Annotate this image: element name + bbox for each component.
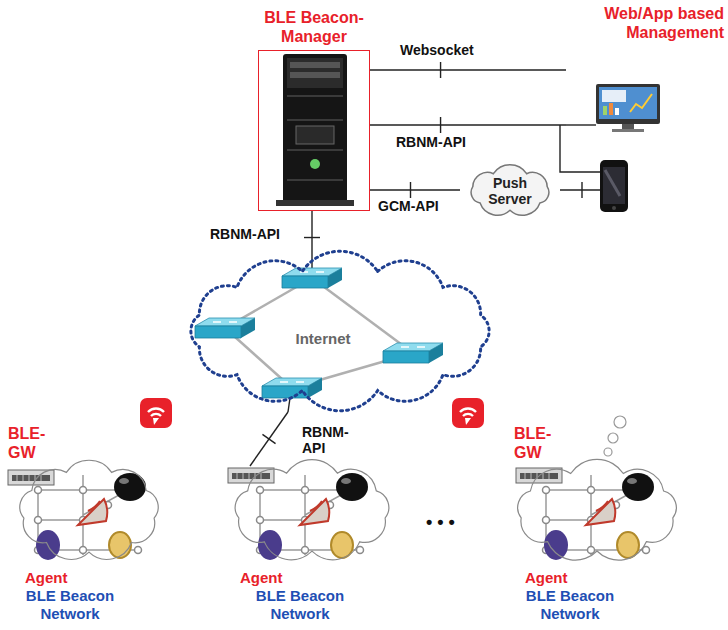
monitor-icon (603, 106, 607, 115)
bubble (604, 448, 612, 456)
smartphone-icon (603, 167, 625, 204)
connector (250, 412, 288, 466)
connector-tick (410, 182, 411, 198)
wire (560, 125, 600, 172)
smartphone-icon (600, 160, 628, 212)
connector-tick (440, 62, 441, 78)
cloud-outline (222, 455, 402, 567)
switch-icon (262, 378, 322, 398)
node-heading: BLE Beacon- Manager (250, 8, 378, 46)
node-heading: Internet (175, 250, 471, 348)
server-tower (276, 200, 354, 206)
node-text: Agent (525, 569, 690, 587)
wire (288, 398, 290, 412)
smartphone-icon (612, 206, 616, 210)
icon-area (566, 46, 724, 132)
connector (311, 211, 312, 250)
server-tower (283, 54, 347, 204)
connector-tick (440, 117, 441, 133)
monitor-icon (609, 103, 613, 115)
beacon-network-art (35, 473, 147, 560)
gateway-device (8, 470, 54, 485)
wire (581, 182, 582, 198)
monitor-icon (612, 129, 644, 132)
cloud-outline (20, 460, 158, 559)
monitor-icon (596, 84, 660, 132)
node-heading: BLE-GW (8, 424, 60, 462)
wire (566, 124, 596, 125)
connector (370, 69, 566, 70)
monitor-icon (602, 90, 626, 102)
smartphone-icon (600, 160, 628, 212)
beacon-network-node: BLE-GW AgentBLE Beacon Network (4, 424, 190, 623)
connector (370, 124, 566, 125)
bubble (614, 416, 626, 428)
cloud-outline (8, 455, 170, 567)
beacon-network-node: BLE-GW AgentBLE Beacon Network (504, 424, 690, 623)
cloud-node: Internet (175, 250, 505, 412)
bubble (608, 433, 618, 443)
giga-wifi-icon (452, 398, 484, 428)
monitor-icon (596, 84, 660, 124)
gateway-device (228, 468, 274, 483)
cloud-outline (518, 459, 677, 560)
server-node: BLE Beacon- Manager (258, 8, 370, 211)
gateway-device (516, 468, 562, 483)
edge-label: Websocket (398, 42, 476, 58)
cloud-node: Push Server (460, 160, 560, 222)
server-frame (258, 50, 370, 211)
node-heading: BLE-GW (514, 424, 566, 462)
bubble (604, 416, 626, 456)
node-heading: Push Server (480, 160, 540, 207)
node-text: BLE Beacon Network (515, 587, 625, 623)
edge-label: GCM-API (376, 198, 441, 214)
node-text: Agent (25, 569, 190, 587)
beacon-network-art (257, 473, 369, 560)
edge-label: RBNM- API (300, 424, 352, 456)
beacon-network-art (543, 473, 655, 560)
node-heading: Web/App based Management (566, 4, 724, 42)
server-tower (296, 126, 334, 144)
edge-label: RBNM-API (208, 226, 282, 242)
connector-tick (262, 434, 275, 443)
cloud-outline (504, 455, 690, 567)
beacon-network-node: AgentBLE Beacon Network (222, 466, 408, 623)
monitor-icon (630, 94, 652, 112)
wire (311, 250, 312, 268)
switch-icon (195, 318, 255, 338)
giga-wifi-icon (140, 398, 172, 428)
server-tower (276, 54, 354, 206)
connector-tick (304, 237, 320, 238)
server-tower (310, 159, 320, 169)
management-node: Web/App based Management (566, 4, 724, 132)
node-text: Agent (240, 569, 408, 587)
monitor-icon (599, 87, 657, 119)
monitor-icon (615, 108, 619, 115)
server-tower (287, 96, 343, 180)
connector (370, 189, 460, 190)
server-tower (287, 58, 343, 88)
smartphone-icon (605, 170, 620, 196)
switch-icon (282, 268, 342, 288)
edge-label: RBNM-API (394, 134, 468, 150)
switch-icon (383, 343, 443, 363)
ellipsis-label: • • • (424, 512, 457, 532)
server-tower (290, 62, 340, 68)
wire (560, 189, 600, 190)
node-text: BLE Beacon Network (245, 587, 355, 623)
cloud-outline (235, 460, 389, 560)
server-tower (290, 72, 340, 78)
node-text: BLE Beacon Network (15, 587, 125, 623)
